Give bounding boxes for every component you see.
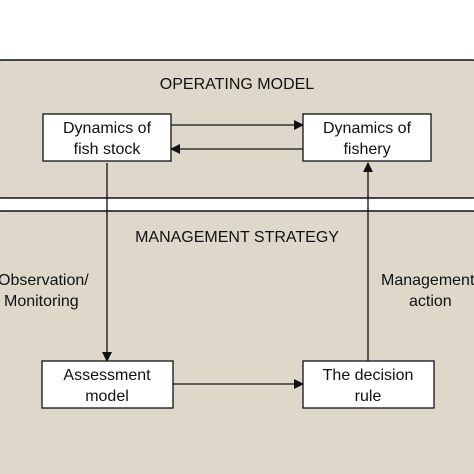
edge-label-management-line1: Management (381, 272, 474, 289)
node-fish-stock: Dynamics of fish stock (42, 113, 172, 162)
node-decision-rule-box (302, 360, 435, 409)
operating-model-title: OPERATING MODEL (160, 76, 314, 93)
node-decision-rule: The decision rule (302, 360, 435, 409)
operating-model-background (0, 59, 474, 199)
node-assessment-model-line1: Assessment (63, 367, 151, 384)
node-fish-stock-line1: Dynamics of (63, 120, 152, 137)
operating-model-panel: OPERATING MODEL (0, 59, 474, 199)
node-decision-rule-line1: The decision (323, 367, 414, 384)
edge-label-observation-line1: Observation/ (0, 272, 89, 289)
node-fish-stock-box (42, 113, 172, 162)
node-assessment-model: Assessment model (41, 360, 174, 409)
management-strategy-title: MANAGEMENT STRATEGY (135, 229, 339, 246)
edge-label-observation-line2: Monitoring (4, 293, 79, 310)
node-fish-stock-line2: fish stock (74, 141, 142, 158)
edge-label-management: Management action (381, 272, 474, 310)
node-assessment-model-box (41, 360, 174, 409)
node-decision-rule-line2: rule (355, 388, 382, 405)
management-strategy-panel: MANAGEMENT STRATEGY (0, 210, 474, 474)
edge-label-management-line2: action (409, 293, 452, 310)
node-fishery-line1: Dynamics of (323, 120, 412, 137)
node-fishery-line2: fishery (343, 141, 390, 158)
connectors (102, 120, 373, 389)
node-fishery-box (302, 113, 432, 162)
node-fishery: Dynamics of fishery (302, 113, 432, 162)
management-strategy-background (0, 210, 474, 474)
edge-label-observation: Observation/ Monitoring (0, 272, 89, 310)
node-assessment-model-line2: model (85, 388, 129, 405)
